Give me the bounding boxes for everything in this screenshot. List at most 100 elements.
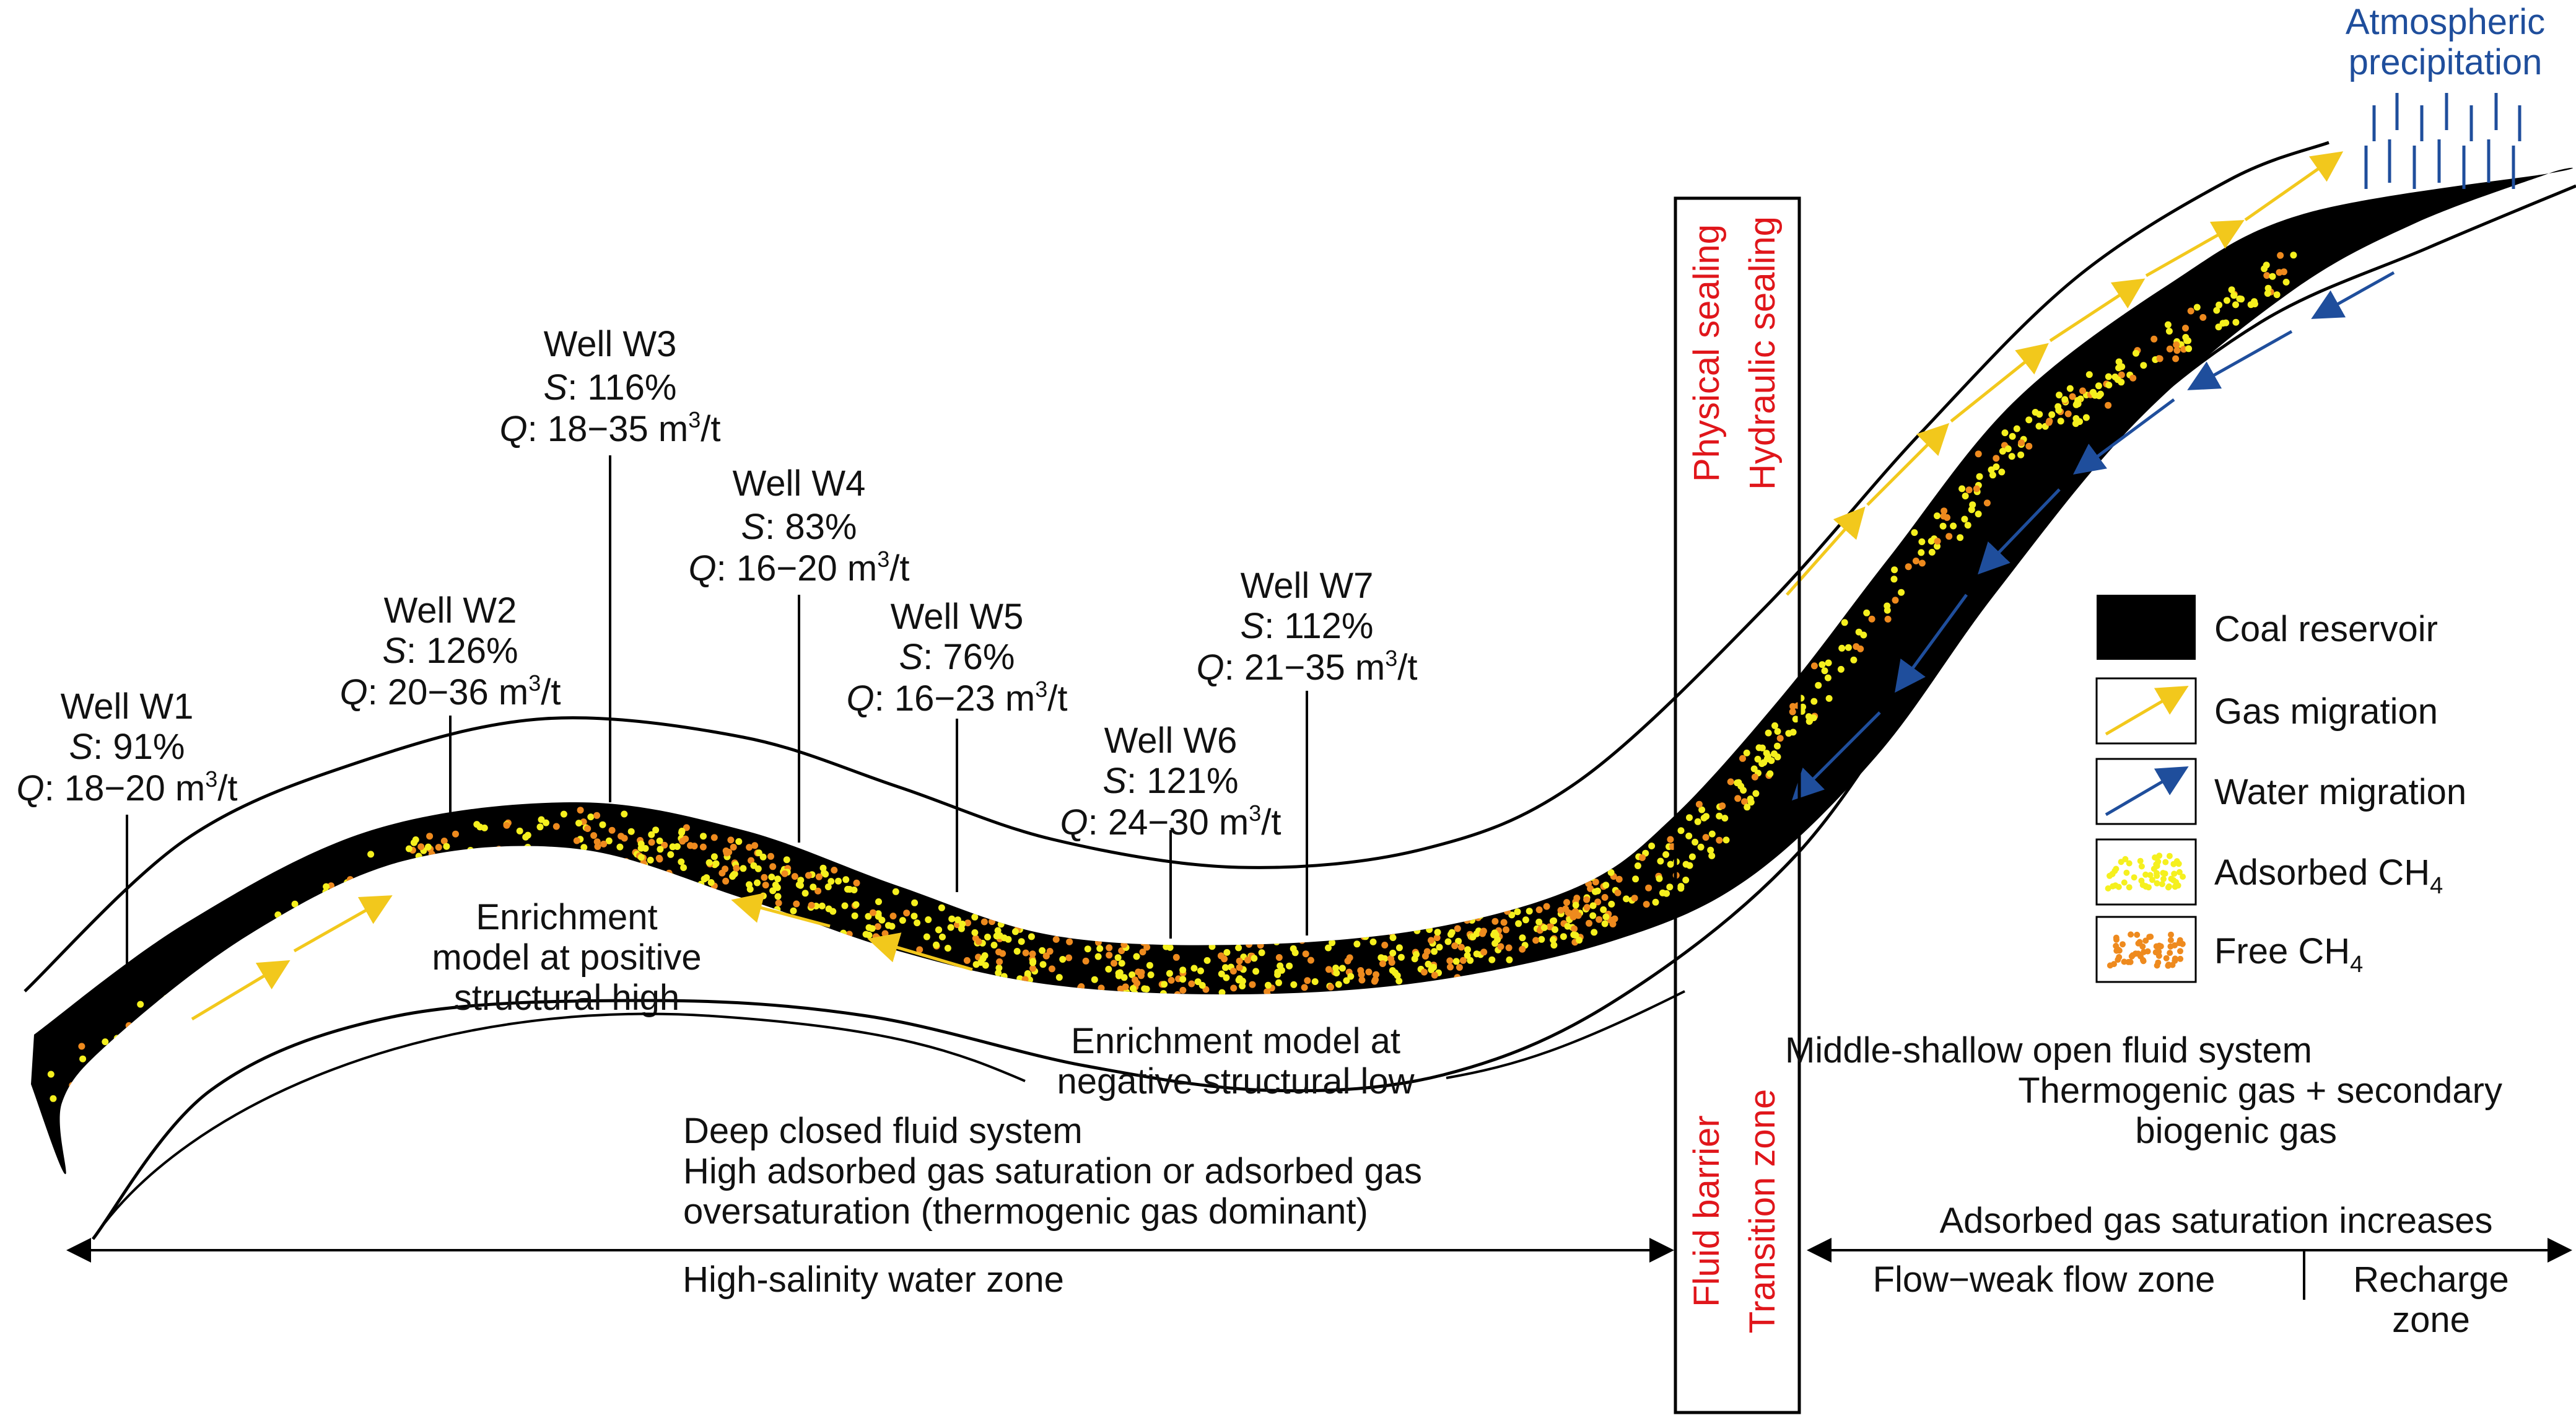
legend-free-label: Free CH: [2214, 931, 2350, 971]
methane-dot: [1397, 953, 1405, 961]
methane-dot: [186, 1003, 194, 1010]
methane-dot: [637, 854, 645, 861]
methane-dot: [647, 872, 654, 879]
methane-dot: [1146, 962, 1153, 969]
methane-dot: [144, 1017, 151, 1023]
methane-dot: [878, 916, 886, 924]
methane-dot: [718, 869, 726, 877]
svg-text:Deep closed fluid system: Deep closed fluid system: [683, 1111, 1083, 1151]
methane-dot: [148, 1010, 155, 1017]
methane-dot: [366, 874, 373, 882]
methane-dot: [1686, 814, 1693, 821]
methane-dot: [691, 843, 698, 850]
methane-dot: [2061, 396, 2069, 403]
methane-dot: [347, 886, 355, 893]
methane-dot: [1719, 802, 1726, 810]
s-symbol: S: [544, 367, 568, 408]
legend-dot: [2167, 950, 2173, 957]
methane-dot: [616, 843, 624, 851]
methane-dot: [1535, 918, 1543, 926]
methane-dot: [1998, 468, 2006, 476]
methane-dot: [1395, 978, 1403, 984]
methane-dot: [435, 844, 442, 851]
methane-dot: [1433, 934, 1441, 942]
gas-arrow: [191, 960, 290, 1021]
methane-dot: [1514, 908, 1521, 916]
methane-dot: [134, 1043, 141, 1049]
legend-dot: [2157, 943, 2164, 950]
methane-dot: [2166, 345, 2173, 353]
methane-dot: [1564, 922, 1571, 930]
methane-dot: [759, 892, 767, 900]
methane-dot: [1890, 576, 1898, 583]
methane-dot: [1179, 986, 1187, 994]
methane-dot: [1190, 965, 1198, 972]
legend-dot: [2160, 875, 2167, 882]
methane-dot: [1543, 903, 1550, 910]
methane-dot: [2118, 371, 2125, 379]
methane-dot: [227, 962, 234, 970]
methane-dot: [1066, 938, 1073, 945]
methane-dot: [1179, 976, 1187, 983]
methane-dot: [1290, 981, 1298, 988]
legend-dot: [2152, 854, 2159, 861]
methane-dot: [1585, 880, 1592, 887]
methane-dot: [842, 876, 850, 883]
methane-dot: [539, 854, 546, 861]
methane-dot: [1168, 976, 1175, 984]
methane-dot: [105, 1061, 112, 1069]
methane-dot: [1451, 942, 1459, 950]
methane-dot: [1708, 830, 1716, 838]
methane-dot: [1988, 466, 1995, 473]
methane-dot: [439, 860, 446, 867]
methane-dot: [1139, 948, 1146, 956]
methane-dot: [1841, 619, 1848, 626]
methane-dot: [1945, 533, 1953, 540]
legend-dot: [2177, 948, 2183, 955]
methane-dot: [435, 863, 443, 870]
positive-model-label: Enrichment model at positive structural …: [432, 897, 701, 1018]
methane-dot: [1452, 958, 1460, 965]
svg-text:High adsorbed gas saturation o: High adsorbed gas saturation or adsorbed…: [683, 1151, 1422, 1191]
methane-dot: [1519, 945, 1526, 953]
methane-dot: [584, 825, 592, 832]
methane-dot: [990, 942, 998, 948]
methane-dot: [1562, 905, 1570, 913]
methane-dot: [1884, 602, 1891, 610]
methane-dot: [2025, 416, 2033, 424]
methane-dot: [1373, 971, 1380, 978]
methane-dot: [1264, 981, 1272, 989]
methane-dot: [735, 838, 743, 845]
methane-dot: [762, 882, 769, 889]
well-w5-label: Well W5 S: 76% Q: 16−23 m3/t: [847, 597, 1068, 719]
methane-dot: [648, 839, 655, 846]
methane-dot: [1275, 979, 1282, 986]
methane-dot: [195, 1001, 203, 1009]
methane-dot: [593, 838, 601, 846]
methane-dot: [1939, 522, 1947, 530]
methane-dot: [2199, 313, 2207, 321]
methane-dot: [2008, 453, 2015, 460]
methane-dot: [1682, 877, 1690, 883]
legend-dot: [2123, 869, 2130, 876]
methane-dot: [1353, 940, 1361, 948]
gas-arrow: [293, 895, 393, 953]
methane-dot: [819, 864, 827, 872]
methane-dot: [1685, 832, 1693, 839]
methane-dot: [1928, 548, 1936, 556]
methane-dot: [748, 857, 754, 864]
methane-dot: [1094, 953, 1102, 960]
methane-dot: [1221, 955, 1228, 963]
well-lines: [126, 455, 1308, 979]
methane-dot: [1758, 744, 1766, 751]
methane-dot: [292, 928, 299, 935]
legend-dot: [2141, 948, 2147, 955]
methane-dot: [1120, 974, 1128, 981]
methane-dot: [138, 1019, 145, 1027]
methane-dot: [440, 838, 448, 844]
legend-dot: [2162, 859, 2169, 865]
methane-dot: [1774, 742, 1781, 750]
methane-dot: [1480, 948, 1488, 956]
methane-dot: [1586, 919, 1592, 927]
methane-dot: [797, 882, 804, 889]
